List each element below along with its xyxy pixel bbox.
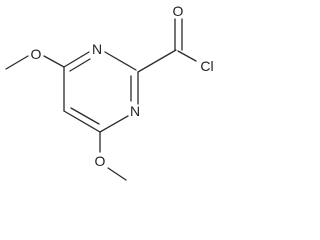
atom-label-o-methoxy-top: O: [31, 46, 42, 62]
bond-n3-c4: [99, 115, 129, 133]
acyl-chloride-group: [137, 18, 197, 73]
bond-c4-c5-inner: [70, 107, 100, 125]
atom-label-n-bottom: N: [130, 103, 140, 119]
atom-label-o-methoxy-bottom: O: [95, 153, 106, 169]
bond-o-top-methyl: [5, 55, 29, 70]
atom-label-n-top: N: [92, 41, 102, 57]
bond-n1-c2: [104, 51, 137, 71]
bond-carbonyl-chlorine: [177, 50, 197, 62]
bond-c4-c5: [63, 110, 101, 133]
atom-label-o-carbonyl: O: [173, 3, 184, 19]
bond-c6-n1: [63, 51, 90, 68]
bond-c2-carbonyl: [137, 49, 177, 73]
atom-label-chlorine: Cl: [200, 58, 213, 74]
atom-labels: N N O Cl O O: [31, 3, 214, 169]
pyrimidine-ring: [63, 51, 139, 133]
methoxy-top-group: [5, 55, 65, 70]
bond-c6-n1-inner: [69, 58, 91, 72]
bond-o-bottom-methyl: [107, 167, 127, 181]
bond-c6-o-top: [43, 55, 65, 68]
chemical-structure-diagram: N N O Cl O O: [5, 3, 214, 181]
methoxy-bottom-group: [99, 131, 127, 181]
